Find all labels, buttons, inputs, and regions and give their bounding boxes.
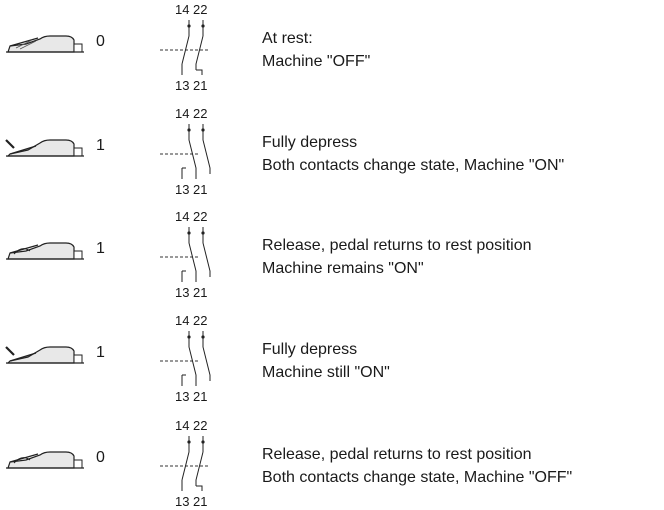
foot-pedal-released-icon [6,242,84,260]
terminal-label: 22 [193,209,207,224]
terminal-label: 14 [175,313,189,328]
terminal-label: 14 [175,209,189,224]
foot-pedal-pressed-icon [5,346,84,364]
switch-state-value: 1 [96,344,105,361]
switch-state-value: 0 [96,33,105,50]
terminal-label: 21 [193,494,207,508]
terminal-label: 13 [175,389,189,403]
terminal-label: 13 [175,285,189,299]
contact-actuated-symbol: 14 22 13 21 [160,313,211,403]
step-description: Fully depress Machine still "ON" [262,338,390,384]
foot-pedal-released-icon [6,451,84,469]
terminal-label: 13 [175,182,189,196]
description-line: Machine still "ON" [262,364,390,381]
terminal-label: 22 [193,418,207,433]
contact-rest-symbol: 14 22 13 21 [160,418,210,508]
description-line: Machine remains "ON" [262,260,424,277]
terminal-label: 21 [193,389,207,403]
description-line: Release, pedal returns to rest position [262,446,532,463]
description-line: Machine "OFF" [262,53,371,70]
switch-state-value: 1 [96,137,105,154]
foot-pedal-pressed-icon [5,139,84,157]
description-line: Fully depress [262,134,358,151]
step-description: At rest: Machine "OFF" [262,27,370,73]
description-line: At rest: [262,30,313,47]
terminal-label: 13 [175,78,189,92]
terminal-label: 22 [193,106,207,121]
step-row: 1 14 22 13 21 Fully depress Both contact… [0,104,664,196]
description-line: Both contacts change state, Machine "ON" [262,157,565,174]
step-row: 1 14 22 13 21 Fully depress Machine stil… [0,311,664,403]
step-description: Release, pedal returns to rest position … [262,443,572,489]
terminal-label: 21 [193,182,207,196]
step-row: 1 14 22 13 21 Release, pedal returns to … [0,207,664,299]
terminal-label: 21 [193,285,207,299]
contact-rest-symbol: 14 22 13 21 [160,2,210,92]
switch-state-value: 1 [96,240,105,257]
terminal-label: 22 [193,313,207,328]
step-row: 0 14 22 13 21 Release, pedal returns to … [0,416,664,508]
step-description: Fully depress Both contacts change state… [262,131,564,177]
terminal-label: 14 [175,106,189,121]
description-line: Fully depress [262,341,358,358]
terminal-label: 14 [175,418,189,433]
terminal-label: 22 [193,2,207,17]
description-line: Both contacts change state, Machine "OFF… [262,469,573,486]
terminal-label: 13 [175,494,189,508]
terminal-label: 21 [193,78,207,92]
contact-actuated-symbol: 14 22 13 21 [160,209,211,299]
contact-actuated-symbol: 14 22 13 21 [160,106,211,196]
switch-state-value: 0 [96,449,105,466]
description-line: Release, pedal returns to rest position [262,237,532,254]
foot-pedal-rest-icon [6,35,84,53]
step-row: 0 14 22 13 21 At rest: Machine "OFF" [0,0,664,92]
terminal-label: 14 [175,2,189,17]
step-description: Release, pedal returns to rest position … [262,234,531,280]
